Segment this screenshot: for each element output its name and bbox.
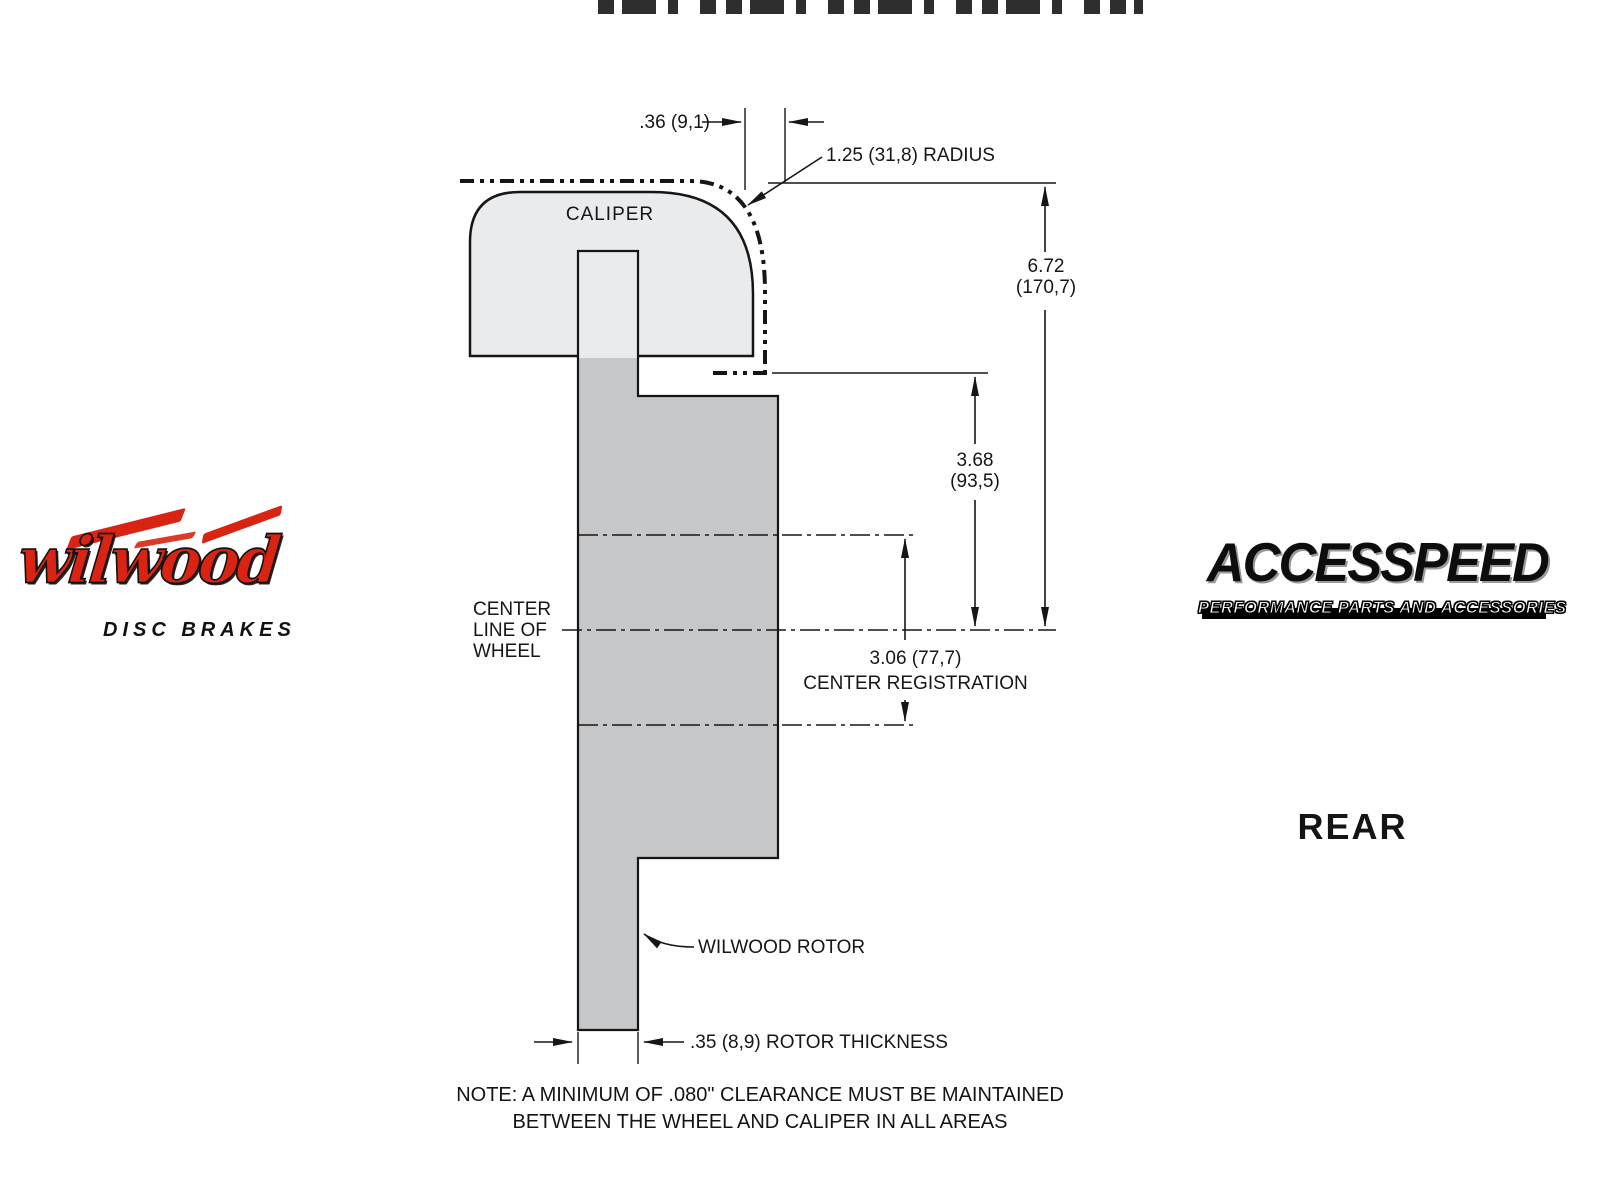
view-label: REAR [1297, 806, 1408, 847]
rotor-shape [576, 249, 780, 1032]
accesspeed-logo-subtitle: PERFORMANCE PARTS AND ACCESSORIES [1198, 599, 1567, 618]
clearance-note-line2: BETWEEN THE WHEEL AND CALIPER IN ALL ARE… [512, 1111, 1008, 1133]
center-registration: 3.06 (77,7) CENTER REGISTRATION [788, 646, 1043, 696]
center-line-label-1: CENTER [473, 599, 552, 620]
dim-caliper-to-center: 3.68 (93,5) [925, 450, 1025, 492]
caliper-label: CALIPER [565, 204, 655, 225]
center-line-label-2: LINE OF [473, 620, 547, 641]
dim-mid-mm: (93,5) [950, 471, 1000, 492]
radius-leader [747, 156, 823, 206]
accesspeed-logo-banner: PERFORMANCE PARTS AND ACCESSORIES [1198, 599, 1566, 625]
extension-lines [577, 108, 1056, 1064]
rotor-label: WILWOOD ROTOR [698, 937, 866, 958]
accesspeed-logo-title: ACCESSPEED [1206, 531, 1550, 593]
center-line-label: CENTER LINE OF WHEEL [473, 599, 551, 662]
center-registration-value: 3.06 (77,7) [869, 648, 962, 669]
center-registration-caption: CENTER REGISTRATION [803, 673, 1028, 694]
dimension-lines [534, 118, 1049, 1046]
clearance-note: NOTE: A MINIMUM OF .080" CLEARANCE MUST … [360, 1082, 1160, 1136]
rotor-upper-overlay [576, 249, 640, 358]
rotor-thickness-label: .35 (8,9) ROTOR THICKNESS [690, 1032, 948, 1053]
dim-overall: 6.72 (170,7) [996, 256, 1096, 298]
wilwood-logo: wilwood DISC BRAKES [14, 505, 325, 648]
radius-label: 1.25 (31,8) RADIUS [826, 145, 995, 166]
wheel-contour-line [460, 179, 772, 375]
dim-overall-mm: (170,7) [1015, 277, 1077, 298]
center-line-label-3: WHEEL [473, 641, 541, 662]
wilwood-logo-subtitle: DISC BRAKES [103, 619, 296, 641]
clearance-note-line1: NOTE: A MINIMUM OF .080" CLEARANCE MUST … [456, 1084, 1064, 1106]
top-cropped-artifact [598, 0, 1143, 14]
dim-overall-in: 6.72 [1027, 256, 1065, 277]
rotor-leader [643, 933, 695, 949]
dim-mid-in: 3.68 [956, 450, 994, 471]
accesspeed-logo: ACCESSPEED PERFORMANCE PARTS AND ACCESSO… [1198, 531, 1566, 643]
dim-caliper-offset: .36 (9,1) [639, 112, 710, 133]
center-lines [562, 534, 1056, 726]
wilwood-logo-title: wilwood [14, 521, 283, 599]
